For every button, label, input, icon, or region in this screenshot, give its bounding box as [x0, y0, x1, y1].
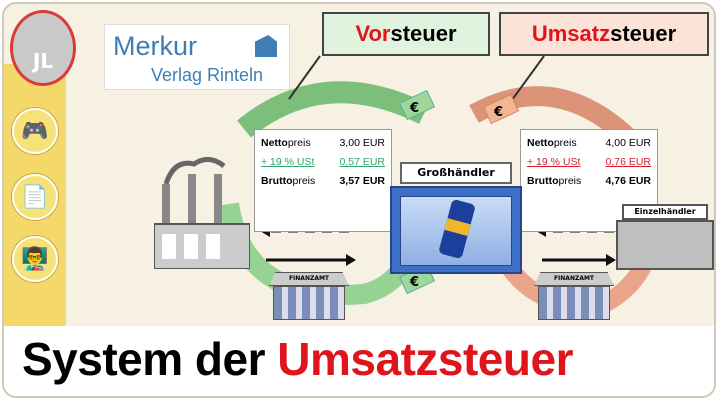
energy-drink-can-icon	[438, 198, 476, 260]
brutto-label-rest: preis	[558, 175, 582, 187]
vorsteuer-rest: steuer	[390, 21, 457, 46]
einzelhaendler-label: Einzelhändler	[622, 204, 708, 220]
finanzamt-label: FINANZAMT	[269, 272, 349, 286]
ust-label: + 19 % USt	[527, 156, 581, 168]
vorsteuer-arrow-top	[237, 81, 429, 138]
umsatzsteuer-rest: steuer	[610, 21, 677, 46]
title-bar	[4, 326, 714, 396]
netto-label-bold: Netto	[261, 137, 288, 149]
netto-label-bold: Netto	[527, 137, 554, 149]
badge-text: JL	[32, 49, 54, 73]
jl-badge-logo: JL	[10, 10, 76, 86]
svg-text:€: €	[493, 105, 503, 120]
brutto-value: 3,57 EUR	[339, 175, 385, 187]
title-highlight: Umsatzsteuer	[277, 333, 573, 385]
brutto-label-bold: Brutto	[261, 175, 293, 187]
publisher-name: Verlag Rinteln	[151, 65, 264, 85]
finanzamt-left: FINANZAMT	[269, 272, 349, 322]
thumbnail-frame: 🎮 📄 👨‍🏫 JL Merkur Verlag Rinteln € € € V…	[2, 2, 716, 398]
brutto-value: 4,76 EUR	[605, 175, 651, 187]
page-title: System der Umsatzsteuer	[22, 332, 573, 386]
netto-label-rest: preis	[287, 137, 311, 149]
flag-icon	[255, 35, 277, 57]
finanzamt-label: FINANZAMT	[534, 272, 614, 286]
merkur-logo: Merkur Verlag Rinteln	[104, 24, 290, 90]
vorsteuer-highlight: Vor	[355, 21, 391, 46]
title-main: System der	[22, 333, 278, 385]
svg-text:€: €	[409, 101, 419, 116]
ust-value: 0,57 EUR	[339, 156, 385, 168]
grosshaendler-label: Großhändler	[400, 162, 512, 184]
brutto-label-rest: preis	[292, 175, 316, 187]
svg-text:€: €	[409, 275, 419, 290]
netto-value: 3,00 EUR	[339, 137, 385, 149]
document-icon[interactable]: 📄	[12, 174, 58, 220]
grosshaendler-building: Großhändler	[390, 162, 522, 274]
factory-icon	[154, 157, 250, 269]
teacher-icon[interactable]: 👨‍🏫	[12, 236, 58, 282]
gamepad-icon[interactable]: 🎮	[12, 108, 58, 154]
ust-label: + 19 % USt	[261, 156, 315, 168]
brutto-label-bold: Brutto	[527, 175, 559, 187]
einzelhaendler-building: Einzelhändler	[616, 204, 714, 270]
netto-value: 4,00 EUR	[605, 137, 651, 149]
finanzamt-right: FINANZAMT	[534, 272, 614, 322]
netto-label-rest: preis	[553, 137, 577, 149]
ust-value: 0,76 EUR	[605, 156, 651, 168]
umsatzsteuer-highlight: Umsatz	[531, 21, 611, 46]
brand-name: Merkur	[113, 31, 198, 61]
